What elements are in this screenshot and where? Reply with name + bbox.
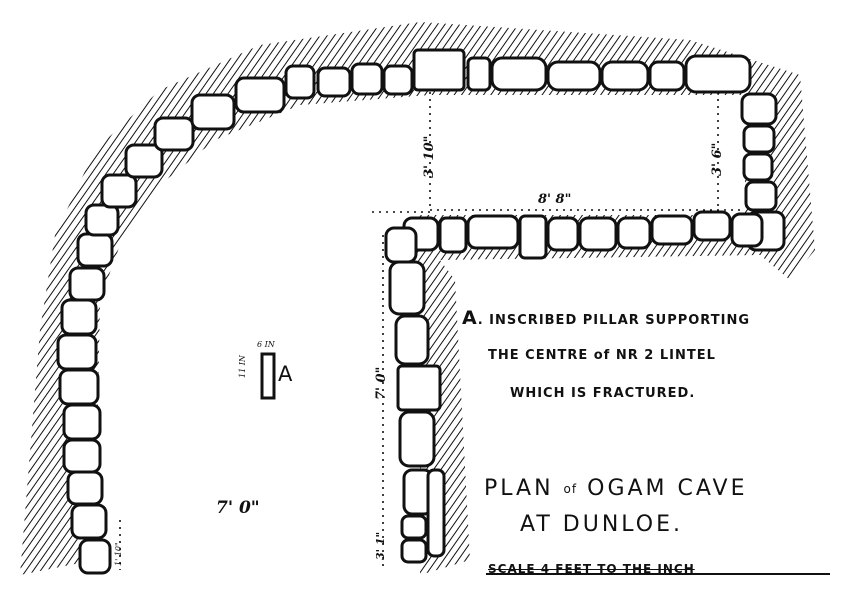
plan-title-line-2: AT DUNLOE.: [520, 512, 683, 537]
dim-left-wall: 1' 10": [114, 542, 123, 566]
title-of: of: [563, 482, 578, 496]
pillar-dim-top: 6 IN: [257, 340, 275, 349]
dim-recess-depth-right: 3' 6": [710, 142, 725, 176]
pillar-dim-side: 11 IN: [238, 355, 247, 378]
outer-wall-stones: [56, 48, 786, 575]
note-line-3: WHICH IS FRACTURED.: [510, 386, 696, 401]
dimension-lines: [119, 92, 745, 570]
note-line-1: A. INSCRIBED PILLAR SUPPORTING: [462, 307, 750, 329]
pillar-label: A: [278, 362, 293, 386]
scale-note: SCALE 4 FEET TO THE INCH: [488, 562, 695, 576]
dim-inner-height: 7' 0": [374, 366, 389, 400]
dim-recess-depth-left: 3' 10": [422, 135, 437, 178]
dim-floor-width: 7' 0": [216, 498, 260, 518]
inscribed-pillar: [260, 352, 276, 400]
note-line-2: THE CENTRE of NR 2 LINTEL: [488, 348, 716, 363]
note-marker: A: [462, 307, 478, 329]
note-text-1: . INSCRIBED PILLAR SUPPORTING: [477, 313, 750, 328]
plan-title: PLAN of OGAM CAVE: [484, 476, 747, 501]
inner-wall-stones: [384, 210, 764, 564]
dim-recess-length: 8' 8": [538, 192, 572, 207]
title-plan: PLAN: [484, 476, 554, 501]
title-rest: OGAM CAVE: [587, 476, 748, 501]
dim-entrance: 3' 1": [374, 531, 387, 560]
